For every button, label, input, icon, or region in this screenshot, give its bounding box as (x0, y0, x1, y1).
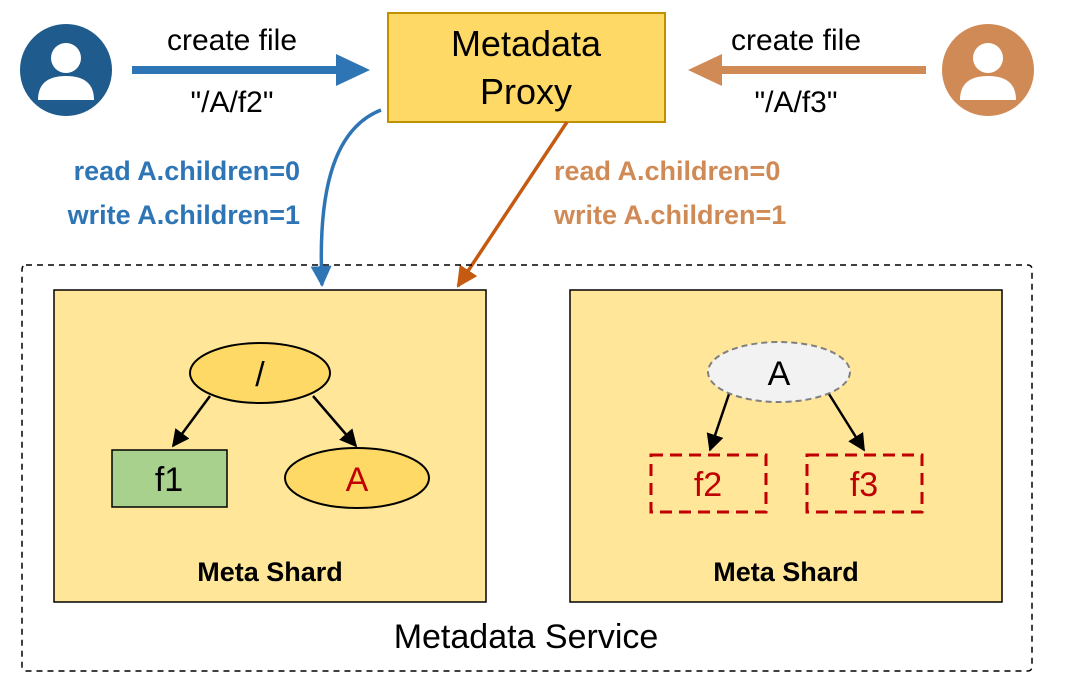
left-write-label: write A.children=1 (67, 200, 300, 230)
root-dir-label: / (255, 356, 265, 394)
dir-a-shadow-label: A (768, 355, 791, 393)
left-tree-edges (171, 395, 358, 448)
orange-proxy-to-shard-arrow (456, 121, 569, 288)
right-write-label: write A.children=1 (553, 200, 786, 230)
right-read-label: read A.children=0 (554, 156, 780, 186)
right-create-arrow (688, 54, 926, 86)
right-tree-edges (706, 393, 866, 452)
file-f3-node (805, 453, 924, 514)
right-meta-shard (569, 289, 1003, 603)
dir-a-shadow-node (707, 341, 851, 403)
left-action-label: create file (167, 24, 297, 57)
right-shard-label: Meta Shard (713, 557, 859, 587)
left-path-label: "/A/f2" (191, 86, 274, 119)
right-action-label: create file (731, 24, 861, 57)
file-f2-label: f2 (694, 466, 722, 504)
dir-a-label: A (346, 461, 369, 499)
file-f1-node (111, 449, 228, 508)
right-path-label: "/A/f3" (755, 86, 838, 119)
file-f3-label: f3 (850, 466, 878, 504)
right-user-icon (942, 24, 1034, 116)
file-f2-node (649, 453, 768, 514)
left-user-icon (20, 24, 112, 116)
metadata-service-container (21, 264, 1033, 672)
dir-a-node (284, 447, 430, 509)
proxy-label-line1: Metadata (451, 23, 602, 64)
left-read-label: read A.children=0 (74, 156, 300, 186)
file-f1-label: f1 (155, 461, 183, 499)
proxy-label-line2: Proxy (480, 71, 572, 112)
left-shard-label: Meta Shard (197, 557, 343, 587)
left-create-arrow (132, 54, 370, 86)
blue-proxy-to-shard-arrow (310, 108, 382, 288)
metadata-service-label: Metadata Service (394, 618, 659, 656)
root-dir-node (189, 342, 331, 404)
metadata-proxy-box (387, 12, 666, 123)
left-meta-shard (53, 289, 487, 603)
